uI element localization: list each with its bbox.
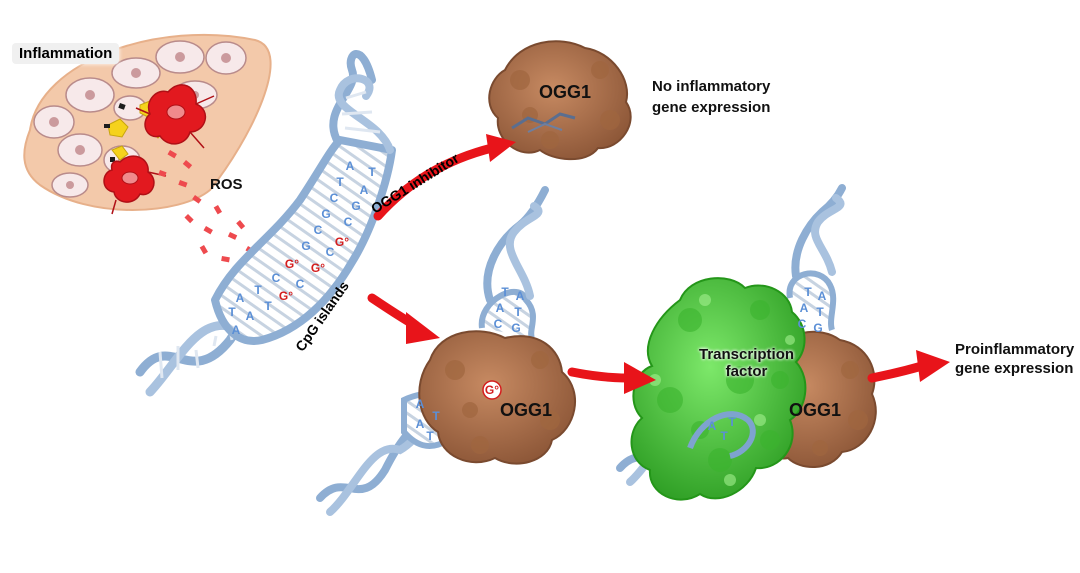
base-c: C	[798, 317, 807, 331]
arrow-to-inhibitor	[373, 134, 516, 221]
base-oxidized-g: G°	[279, 289, 293, 303]
base-t: T	[720, 429, 728, 443]
ogg1-label-right: OGG1	[789, 400, 842, 420]
base-a: A	[818, 289, 827, 303]
base-c: C	[272, 271, 281, 285]
base-oxidized-g: G°	[311, 261, 325, 275]
arrows	[367, 134, 950, 394]
arrow-to-proinflammatory	[867, 350, 950, 383]
base-a: A	[360, 183, 369, 197]
ogg1-label-middle: OGG1	[500, 400, 553, 420]
base-oxidized-g: G°	[485, 383, 499, 397]
transcription-factor-protein	[630, 277, 807, 501]
base-g: G	[351, 199, 360, 213]
proinflammatory-expression-label: Proinflammatory gene expression	[955, 340, 1074, 378]
base-a: A	[246, 309, 255, 323]
base-g: G	[321, 207, 330, 221]
base-a: A	[346, 159, 355, 173]
base-a: A	[708, 419, 717, 433]
no-expression-line-1: No inflammatory	[652, 78, 771, 95]
inflamed-tissue	[23, 33, 272, 215]
base-a: A	[516, 289, 525, 303]
base-g: G	[301, 239, 310, 253]
base-a: A	[800, 301, 809, 315]
base-t: T	[264, 299, 272, 313]
ros-label: ROS	[210, 176, 243, 193]
base-c: C	[494, 317, 503, 331]
base-c: C	[344, 215, 353, 229]
transcription-line-2: factor	[725, 363, 768, 380]
no-expression-line-2: gene expression	[652, 99, 771, 116]
base-t: T	[804, 285, 812, 299]
base-t: T	[228, 305, 236, 319]
base-t: T	[336, 175, 344, 189]
base-a: A	[496, 301, 505, 315]
base-t: T	[432, 409, 440, 423]
inflammation-label: Inflammation	[12, 43, 120, 64]
base-oxidized-g: G°	[335, 235, 349, 249]
base-t: T	[254, 283, 262, 297]
ogg1-protein-top	[488, 40, 632, 161]
base-a: A	[236, 291, 245, 305]
base-g: G	[813, 321, 822, 335]
base-c: C	[314, 223, 323, 237]
base-a: A	[416, 397, 425, 411]
base-g: G	[511, 321, 520, 335]
base-t: T	[368, 165, 376, 179]
base-t: T	[426, 429, 434, 443]
transcription-factor-label: Transcription factor	[699, 346, 794, 380]
ogg1-label-top: OGG1	[539, 82, 592, 102]
dna-helix-main	[135, 50, 396, 397]
base-t: T	[816, 305, 824, 319]
base-t: T	[514, 305, 522, 319]
base-a: A	[232, 323, 241, 337]
base-c: C	[326, 245, 335, 259]
base-t: T	[728, 415, 736, 429]
arrow-to-transcription-factor	[567, 362, 656, 394]
pro-expression-line-2: gene expression	[955, 360, 1074, 377]
base-t: T	[501, 285, 509, 299]
base-letters: A T T A C G G C C G° G C G° G° C C T G° …	[228, 159, 826, 443]
no-inflammatory-expression-label: No inflammatory gene expression	[652, 76, 770, 118]
pro-expression-line-1: Proinflammatory	[955, 341, 1075, 358]
base-c: C	[330, 191, 339, 205]
base-a: A	[416, 417, 425, 431]
arrow-to-ogg1-binding	[367, 293, 440, 344]
base-c: C	[296, 277, 305, 291]
base-oxidized-g: G°	[285, 257, 299, 271]
transcription-line-1: Transcription	[699, 346, 795, 363]
